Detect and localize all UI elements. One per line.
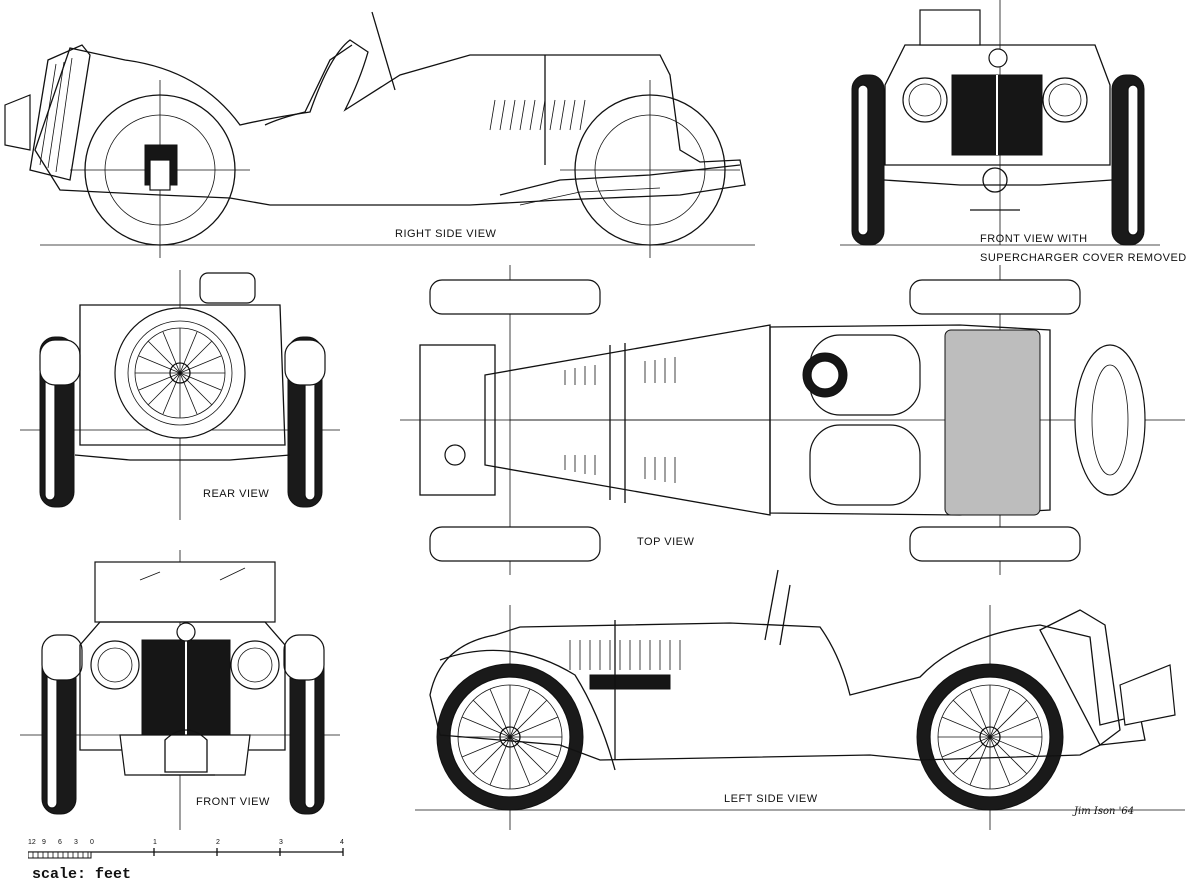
scale-tick-3b: 3 xyxy=(279,839,283,846)
front-view-drawing xyxy=(20,550,340,830)
scale-tick-4: 4 xyxy=(340,839,344,846)
top-view-label: TOP VIEW xyxy=(637,536,695,548)
front-view-supercharger-label-line1: FRONT VIEW WITH xyxy=(980,233,1088,245)
scale-tick-0: 0 xyxy=(90,839,94,846)
rear-view-label: REAR VIEW xyxy=(203,488,270,500)
scale-tick-1: 1 xyxy=(153,839,157,846)
right-side-view-label: RIGHT SIDE VIEW xyxy=(395,228,497,240)
rear-view-drawing xyxy=(20,270,340,520)
scale-tick-6: 6 xyxy=(58,839,62,846)
front-view-supercharger-drawing xyxy=(840,0,1160,246)
scale-tick-2: 2 xyxy=(216,839,220,846)
scale-tick-3a: 3 xyxy=(74,839,78,846)
scale-bar xyxy=(28,848,344,859)
scale-title: scale: feet xyxy=(32,866,132,883)
left-side-view-drawing xyxy=(415,569,1185,830)
right-side-view-drawing xyxy=(4,11,755,258)
scale-tick-9: 9 xyxy=(42,839,46,846)
left-side-view-label: LEFT SIDE VIEW xyxy=(724,793,818,805)
top-view-drawing xyxy=(400,265,1185,575)
artist-signature: Jim Ison '64 xyxy=(1074,806,1135,817)
scale-tick-12: 12 xyxy=(28,839,36,846)
front-view-label: FRONT VIEW xyxy=(196,796,270,808)
front-view-supercharger-label-line2: SUPERCHARGER COVER REMOVED xyxy=(980,252,1187,264)
